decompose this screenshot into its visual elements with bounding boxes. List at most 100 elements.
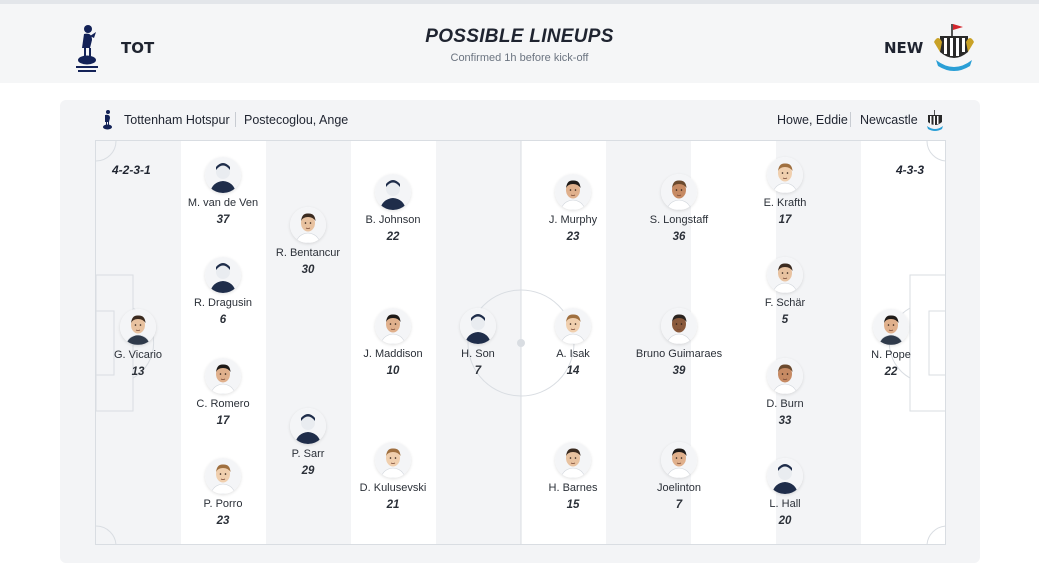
- player-photo-avatar: [661, 442, 697, 478]
- player-photo-avatar: [290, 207, 326, 243]
- player-number: 21: [386, 499, 400, 511]
- player-photo-avatar: [767, 358, 803, 394]
- player-photo-avatar: [555, 308, 591, 344]
- player-photo-avatar: [375, 442, 411, 478]
- pitch-stripe: [861, 141, 945, 544]
- player-photo-avatar: [290, 408, 326, 444]
- player-number: 33: [778, 415, 792, 427]
- home-player-c-romero[interactable]: C. Romero 17: [158, 358, 288, 428]
- home-team-abbr: TOT: [121, 39, 155, 57]
- player-name: C. Romero: [196, 398, 250, 410]
- player-name: J. Maddison: [363, 348, 423, 360]
- player-number: 29: [301, 465, 315, 477]
- player-photo-avatar: [555, 442, 591, 478]
- player-photo-avatar: [205, 157, 241, 193]
- player-number: 6: [219, 314, 227, 326]
- player-number: 30: [301, 264, 315, 276]
- home-player-m-van-de-ven[interactable]: M. van de Ven 37: [158, 157, 288, 227]
- player-photo-avatar: [767, 458, 803, 494]
- away-player-a-isak[interactable]: A. Isak 14: [508, 308, 638, 378]
- home-player-h-son[interactable]: H. Son 7: [413, 308, 543, 378]
- player-number: 22: [884, 366, 898, 378]
- pitch-stripe: [691, 141, 776, 544]
- player-number: 17: [778, 214, 792, 226]
- player-name: N. Pope: [871, 349, 911, 361]
- player-name: A. Isak: [556, 348, 590, 360]
- player-name: D. Burn: [766, 398, 804, 410]
- top-divider: [0, 0, 1039, 4]
- player-name: G. Vicario: [113, 349, 163, 361]
- player-number: 23: [216, 515, 230, 527]
- player-photo-avatar: [767, 257, 803, 293]
- home-player-g-vicario[interactable]: G. Vicario 13: [73, 309, 203, 379]
- player-name: R. Dragusin: [193, 297, 253, 309]
- player-number: 14: [566, 365, 580, 377]
- player-number: 17: [216, 415, 230, 427]
- player-number: 13: [131, 366, 145, 378]
- player-number: 22: [386, 231, 400, 243]
- player-name: M. van de Ven: [187, 197, 259, 209]
- away-player-s-longstaff[interactable]: S. Longstaff 36: [614, 174, 744, 244]
- away-formation: 4-3-3: [896, 163, 925, 177]
- player-name: Bruno Guimaraes: [635, 348, 723, 360]
- home-info-divider: [235, 112, 236, 127]
- player-name: R. Bentancur: [275, 247, 341, 259]
- player-photo-avatar: [767, 157, 803, 193]
- home-manager-name: Postecoglou, Ange: [244, 113, 349, 127]
- away-player-joelinton[interactable]: Joelinton 7: [614, 442, 744, 512]
- away-player-l-hall[interactable]: L. Hall 20: [720, 458, 850, 528]
- away-manager-name: Howe, Eddie: [777, 113, 848, 127]
- player-number: 36: [672, 231, 686, 243]
- home-team-name[interactable]: Tottenham Hotspur: [124, 113, 230, 127]
- player-name: D. Kulusevski: [359, 482, 427, 494]
- player-number: 20: [778, 515, 792, 527]
- away-info-divider: [850, 112, 851, 127]
- player-name: L. Hall: [769, 498, 801, 510]
- player-photo-avatar: [873, 309, 909, 345]
- player-photo-avatar: [460, 308, 496, 344]
- player-number: 23: [566, 231, 580, 243]
- player-name: Joelinton: [656, 482, 702, 494]
- home-player-r-dragusin[interactable]: R. Dragusin 6: [158, 257, 288, 327]
- away-team-abbr: NEW: [884, 39, 924, 57]
- home-player-p-sarr[interactable]: P. Sarr 29: [243, 408, 373, 478]
- player-number: 7: [675, 499, 683, 511]
- page-subtitle: Confirmed 1h before kick-off: [450, 52, 589, 64]
- away-player-j-murphy[interactable]: J. Murphy 23: [508, 174, 638, 244]
- player-name: H. Son: [461, 348, 495, 360]
- player-name: J. Murphy: [548, 214, 598, 226]
- home-player-j-maddison[interactable]: J. Maddison 10: [328, 308, 458, 378]
- player-number: 5: [781, 314, 789, 326]
- player-name: P. Sarr: [291, 448, 325, 460]
- newcastle-crest-small-icon: [927, 110, 943, 131]
- player-name: P. Porro: [203, 498, 243, 510]
- away-player-n-pope[interactable]: N. Pope 22: [826, 309, 956, 379]
- player-name: S. Longstaff: [649, 214, 709, 226]
- home-formation: 4-2-3-1: [112, 163, 151, 177]
- player-photo-avatar: [205, 358, 241, 394]
- player-number: 7: [474, 365, 482, 377]
- team-info-bar: Tottenham Hotspur Postecoglou, Ange Howe…: [60, 100, 980, 140]
- player-number: 10: [386, 365, 400, 377]
- away-player-bruno-guimaraes[interactable]: Bruno Guimaraes 39: [614, 308, 744, 378]
- player-photo-avatar: [375, 308, 411, 344]
- match-header: TOT POSSIBLE LINEUPS Confirmed 1h before…: [0, 4, 1039, 83]
- player-photo-avatar: [661, 308, 697, 344]
- newcastle-crest-icon: [934, 24, 974, 71]
- home-player-d-kulusevski[interactable]: D. Kulusevski 21: [328, 442, 458, 512]
- home-player-r-bentancur[interactable]: R. Bentancur 30: [243, 207, 373, 277]
- player-photo-avatar: [120, 309, 156, 345]
- away-player-d-burn[interactable]: D. Burn 33: [720, 358, 850, 428]
- player-photo-avatar: [205, 257, 241, 293]
- tottenham-crest-icon: [76, 25, 98, 72]
- tottenham-crest-small-icon: [103, 110, 112, 130]
- player-photo-avatar: [375, 174, 411, 210]
- away-team-name[interactable]: Newcastle: [860, 113, 918, 127]
- player-number: 39: [672, 365, 686, 377]
- player-number: 37: [216, 214, 230, 226]
- home-player-p-porro[interactable]: P. Porro 23: [158, 458, 288, 528]
